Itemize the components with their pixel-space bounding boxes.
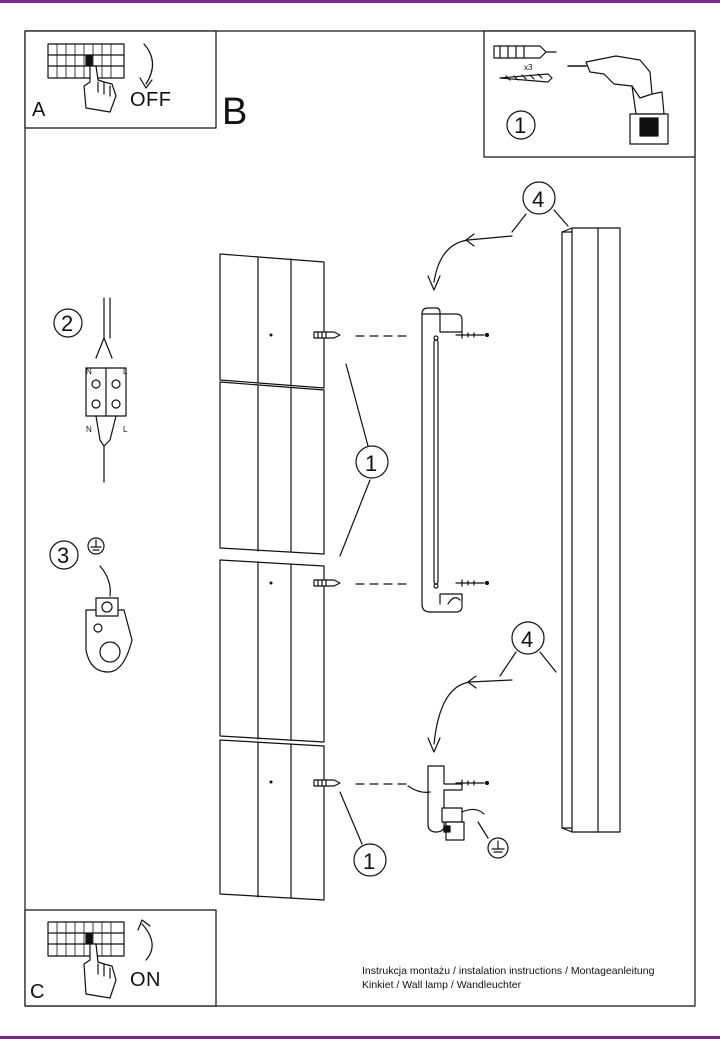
tools-step-number: 1 (514, 113, 526, 138)
panel-b-letter: B (222, 91, 247, 133)
top-accent-bar (0, 0, 720, 3)
wall-panel (219, 559, 325, 743)
slide-callout-bottom: 4 (427, 621, 557, 753)
mount-callout-bottom: 1 (339, 791, 387, 877)
mount-callout-middle: 1 (339, 363, 389, 557)
mounting-bracket (421, 307, 463, 613)
drill-icon (567, 55, 669, 145)
page-frame (24, 30, 696, 1007)
wall-plug-icon (493, 45, 557, 59)
panel-c: C ON (24, 909, 217, 1007)
footer-caption: Instrukcja montażu / instalation instruc… (362, 964, 654, 992)
screw-icon (499, 73, 553, 83)
ground-symbol-icon (487, 837, 509, 859)
wiring-step-number: 2 (61, 311, 73, 336)
panel-c-letter: C (30, 981, 44, 1003)
terminal-n-bottom: N (86, 425, 92, 434)
curved-arrow-down-icon (139, 43, 154, 89)
panel-c-label: ON (130, 969, 161, 991)
ground-diagram: 3 (49, 537, 133, 673)
bracket-screws (455, 331, 490, 587)
wall-plug (313, 779, 341, 787)
slide-bottom-step-number: 4 (521, 627, 533, 652)
footer-line-1: Instrukcja montażu / instalation instruc… (362, 965, 655, 977)
mount-step-number: 1 (365, 451, 377, 476)
mount-bottom-step-number: 1 (363, 849, 375, 874)
wall-plugs (313, 331, 341, 787)
quantity-label: x3 (524, 63, 533, 72)
wall-panel (219, 253, 325, 389)
wall-panel (219, 381, 325, 555)
bottom-accent-bar (0, 1036, 720, 1039)
panel-a-label: OFF (130, 89, 172, 111)
lamp-socket (441, 807, 485, 841)
panel-a-letter: A (32, 99, 46, 121)
curved-arrow-up-icon (137, 919, 153, 961)
step-circle (53, 308, 83, 338)
wall-panel (219, 739, 325, 901)
panel-a: A OFF (24, 30, 217, 129)
footer-line-2: Kinkiet / Wall lamp / Wandleuchter (362, 979, 522, 991)
terminal-l-top: L (123, 367, 128, 376)
breaker-icon (47, 43, 125, 79)
terminal-n-top: N (86, 367, 92, 376)
tools-panel: x3 1 (483, 30, 696, 158)
hand-icon (83, 943, 117, 999)
wall-plug (313, 579, 341, 587)
socket-bracket (407, 765, 509, 859)
hand-icon (83, 65, 117, 113)
terminal-l-bottom: L (123, 425, 128, 434)
step-circle (49, 540, 79, 570)
lamp-body (561, 227, 621, 833)
wall-plug (313, 331, 341, 339)
wall-panels (219, 253, 325, 901)
ground-symbol-icon (87, 537, 105, 555)
alignment-lines (355, 335, 413, 785)
slide-callout-top: 4 (427, 181, 569, 291)
step-circle (506, 110, 536, 140)
slide-step-number: 4 (532, 187, 544, 212)
breaker-icon (47, 921, 125, 957)
wiring-diagram: 2 N L N L (53, 297, 128, 483)
ground-step-number: 3 (57, 543, 69, 568)
